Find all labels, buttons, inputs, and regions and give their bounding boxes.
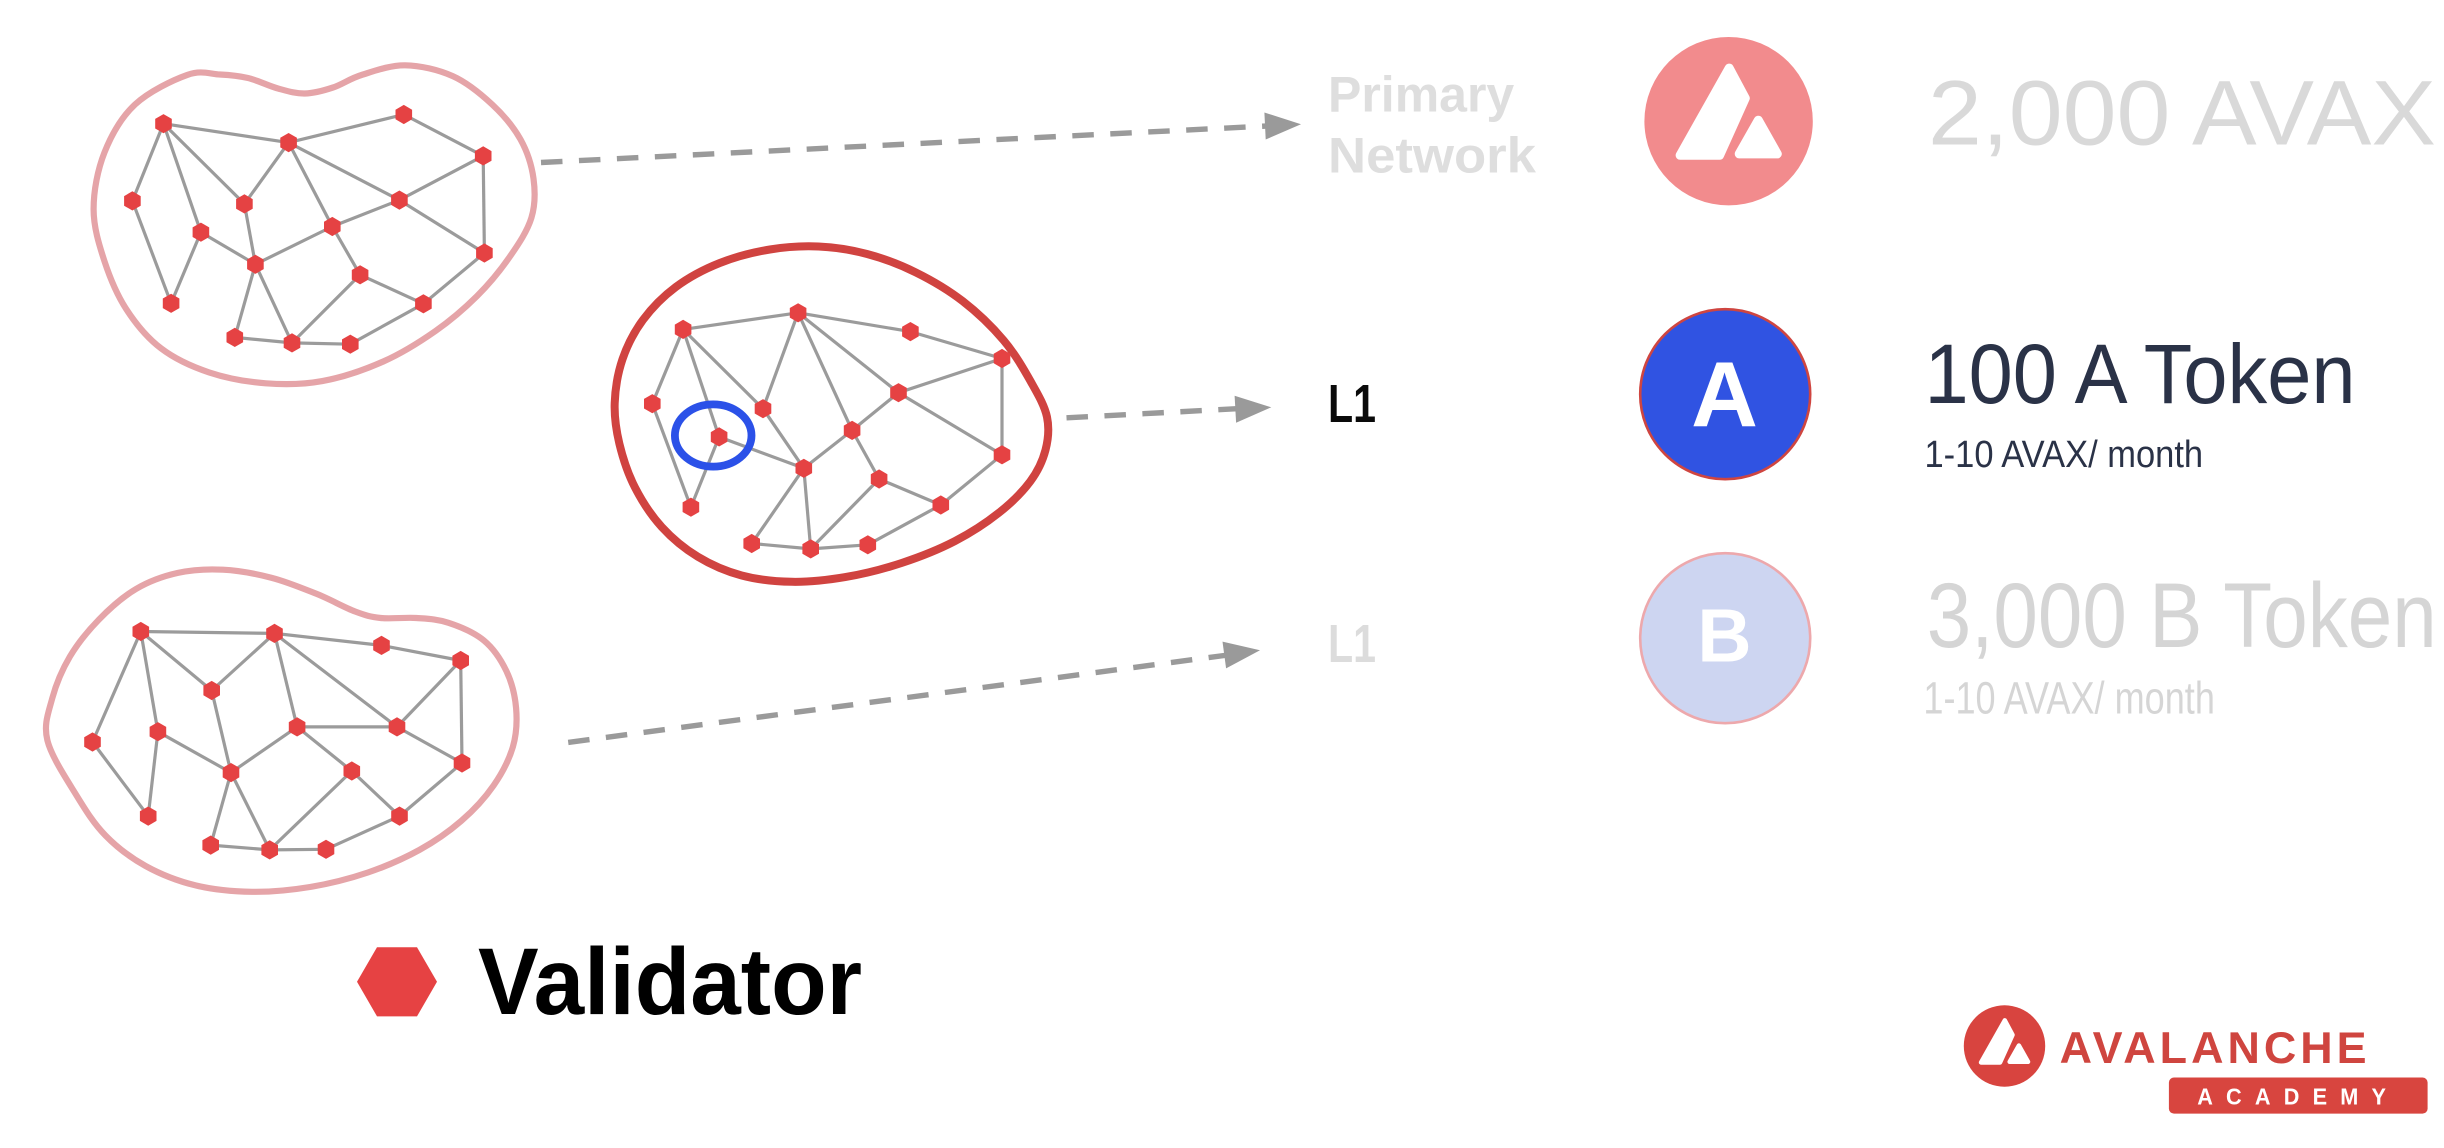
svg-text:A: A bbox=[1691, 342, 1758, 446]
svg-text:1-10 AVAX/ month: 1-10 AVAX/ month bbox=[1925, 434, 2204, 476]
svg-text:ACADEMY: ACADEMY bbox=[2197, 1083, 2399, 1109]
svg-text:Network: Network bbox=[1328, 128, 1536, 184]
svg-text:L1: L1 bbox=[1328, 374, 1376, 434]
svg-text:B: B bbox=[1697, 594, 1751, 678]
svg-text:1-10 AVAX/ month: 1-10 AVAX/ month bbox=[1923, 673, 2214, 724]
svg-text:100 A Token: 100 A Token bbox=[1925, 327, 2356, 421]
svg-text:Primary: Primary bbox=[1328, 67, 1514, 123]
svg-text:L1: L1 bbox=[1328, 614, 1376, 674]
svg-text:2,000 AVAX: 2,000 AVAX bbox=[1928, 62, 2436, 164]
svg-text:Validator: Validator bbox=[478, 929, 862, 1035]
svg-text:3,000 B Token: 3,000 B Token bbox=[1927, 565, 2437, 667]
svg-text:AVALANCHE: AVALANCHE bbox=[2060, 1024, 2371, 1073]
